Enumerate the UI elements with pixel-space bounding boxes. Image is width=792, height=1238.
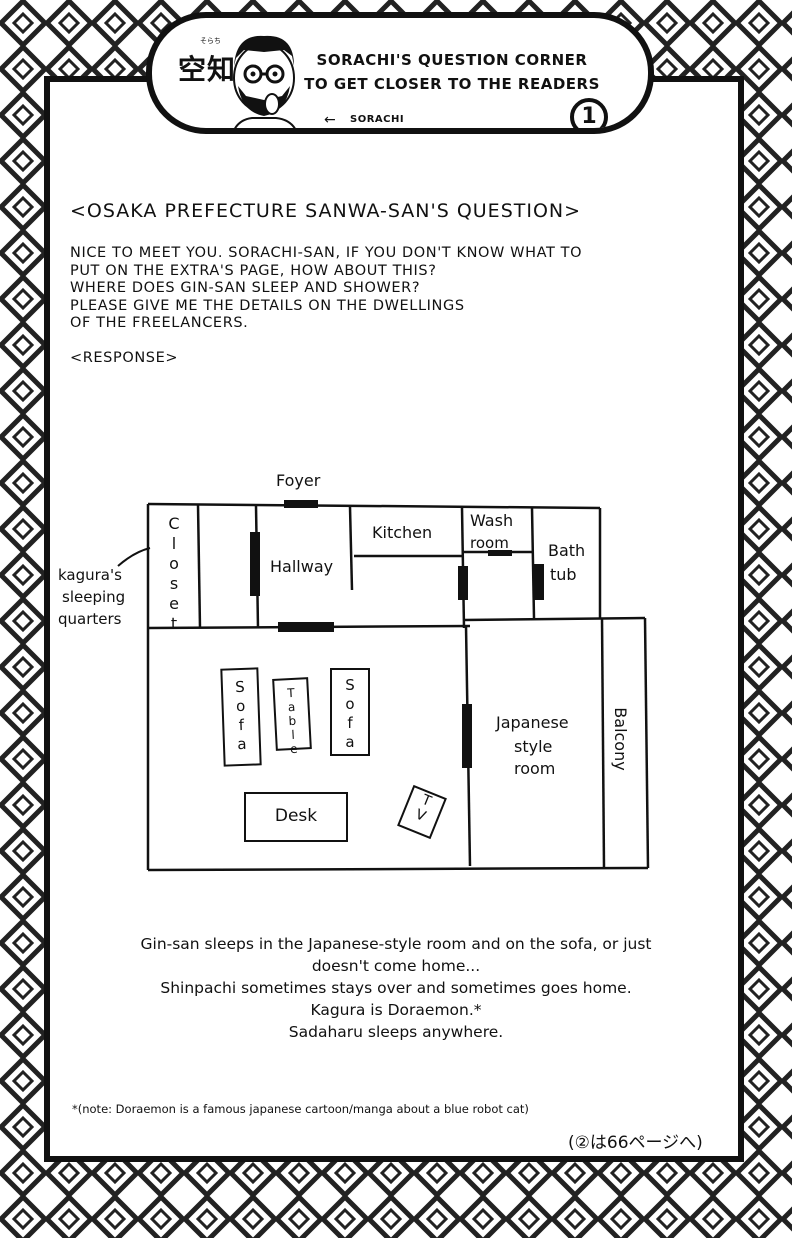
kagura-label-line: sleeping xyxy=(62,588,126,606)
balcony-label: Balcony xyxy=(611,707,630,771)
answer-line: Kagura is Doraemon.* xyxy=(310,1001,482,1019)
kitchen-label: Kitchen xyxy=(372,523,433,542)
question-corner-header: そらち 空知の SORACHI'S QUESTION CORNER TO GET… xyxy=(146,12,654,134)
sofa-left: Sofa xyxy=(220,667,262,767)
author-label: SORACHI xyxy=(350,114,405,125)
answer-line: Sadaharu sleeps anywhere. xyxy=(288,1023,504,1041)
foyer-label: Foyer xyxy=(276,471,321,490)
sofa-text: Sofa xyxy=(341,676,359,752)
answer-line: Gin-san sleeps in the Japanese-style roo… xyxy=(140,935,652,953)
japanese-room-label-line: style xyxy=(514,737,553,756)
answer-line: Shinpachi sometimes stays over and somet… xyxy=(160,979,632,997)
translator-note: *(note: Doraemon is a famous japanese ca… xyxy=(72,1102,529,1116)
page-reference: (②は66ページへ) xyxy=(568,1133,703,1153)
kagura-label-line: quarters xyxy=(58,610,122,628)
author-portrait-icon xyxy=(233,35,296,128)
answer-line: doesn't come home... xyxy=(311,957,481,975)
washroom-label-line: room xyxy=(470,534,509,552)
question-body: NICE TO MEET YOU. SORACHI-SAN, IF YOU DO… xyxy=(70,245,583,331)
kagura-label-line: kagura's xyxy=(58,566,122,584)
corner-number-badge: 1 xyxy=(570,98,608,128)
table-shape: Table xyxy=(272,677,312,756)
table-text: Table xyxy=(283,685,302,757)
hallway-label: Hallway xyxy=(270,557,334,576)
question-heading: <OSAKA PREFECTURE SANWA-SAN'S QUESTION> xyxy=(70,200,582,222)
desk-text: Desk xyxy=(274,806,318,826)
washroom-label-line: Wash xyxy=(470,511,514,530)
bathtub-label-line: tub xyxy=(550,565,577,584)
response-label: <RESPONSE> xyxy=(70,350,179,366)
sofa-text: Sofa xyxy=(230,677,252,755)
sofa-right: Sofa xyxy=(330,668,370,756)
tv-text: TV xyxy=(410,790,437,827)
closet-label: Closet xyxy=(164,514,184,638)
answer-text: Gin-san sleeps in the Japanese-style roo… xyxy=(40,933,752,1043)
left-arrow-icon: ← xyxy=(324,112,336,128)
japanese-room-label-line: Japanese xyxy=(496,713,569,732)
bathtub-label-line: Bath xyxy=(548,541,586,560)
desk-shape: Desk xyxy=(244,792,348,842)
kanji-ruby: そらち xyxy=(200,37,221,45)
header-title-line: TO GET CLOSER TO THE READERS xyxy=(304,75,600,93)
header-title-line: SORACHI'S QUESTION CORNER xyxy=(316,51,588,69)
header-title: SORACHI'S QUESTION CORNER TO GET CLOSER … xyxy=(302,48,602,96)
closet-text: Closet xyxy=(164,514,184,634)
japanese-room-label-line: room xyxy=(514,759,556,778)
